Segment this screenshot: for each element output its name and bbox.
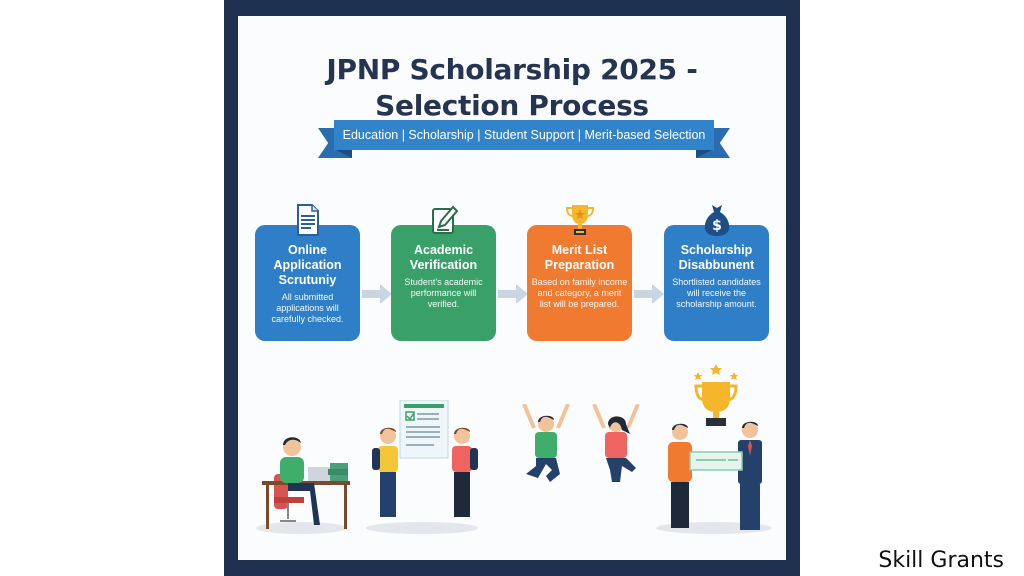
step-merit-list: Merit List Preparation Based on family i… [527, 205, 632, 341]
process-steps: Online Application Scrutuniy All submitt… [238, 204, 786, 356]
students-with-checklist-illustration [372, 400, 478, 517]
ribbon-fold-left [336, 150, 352, 158]
ribbon-fold-right [696, 150, 712, 158]
step-title: Scholarship Disabbunent [678, 243, 755, 272]
poster-title: JPNP Scholarship 2025 - Selection Proces… [238, 52, 786, 124]
money-bag-icon: $ [704, 205, 729, 236]
step-description: All submitted applications will carefull… [271, 292, 344, 324]
edit-clipboard-icon [431, 205, 458, 234]
category-ribbon: Education | Scholarship | Student Suppor… [318, 120, 730, 158]
poster-frame: JPNP Scholarship 2025 - Selection Proces… [224, 0, 800, 576]
trophy-icon [565, 205, 594, 235]
arrow-right-icon [634, 284, 664, 304]
step-description: Based on family income and category, a m… [531, 277, 628, 309]
step-title: Academic Verification [409, 243, 478, 272]
cheque-presentation-illustration [668, 364, 762, 530]
step-description: Student's academic performance will veri… [404, 277, 483, 309]
poster-panel: JPNP Scholarship 2025 - Selection Proces… [238, 16, 786, 560]
students-jumping-illustration [522, 404, 640, 482]
step-academic-verification: Academic Verification Student's academic… [391, 205, 496, 341]
title-line-1: JPNP Scholarship 2025 - [326, 53, 698, 86]
ribbon-text: Education | Scholarship | Student Suppor… [334, 120, 714, 150]
illustration-scene [238, 364, 786, 554]
step-title: Merit List Preparation [544, 243, 615, 272]
student-at-desk-illustration [262, 437, 350, 529]
step-title: Online Application Scrutuniy [273, 243, 342, 287]
title-line-2: Selection Process [375, 89, 649, 122]
svg-text:$: $ [712, 218, 722, 234]
step-description: Shortlisted candidates will receive the … [672, 277, 761, 309]
arrow-right-icon [362, 284, 392, 304]
document-icon [296, 204, 319, 236]
arrow-right-icon [498, 284, 528, 304]
step-online-application: Online Application Scrutuniy All submitt… [255, 204, 360, 341]
brand-label: Skill Grants [878, 548, 1004, 573]
step-scholarship-disbursement: $ Scholarship Disabbunent Shortlisted ca… [664, 205, 769, 341]
